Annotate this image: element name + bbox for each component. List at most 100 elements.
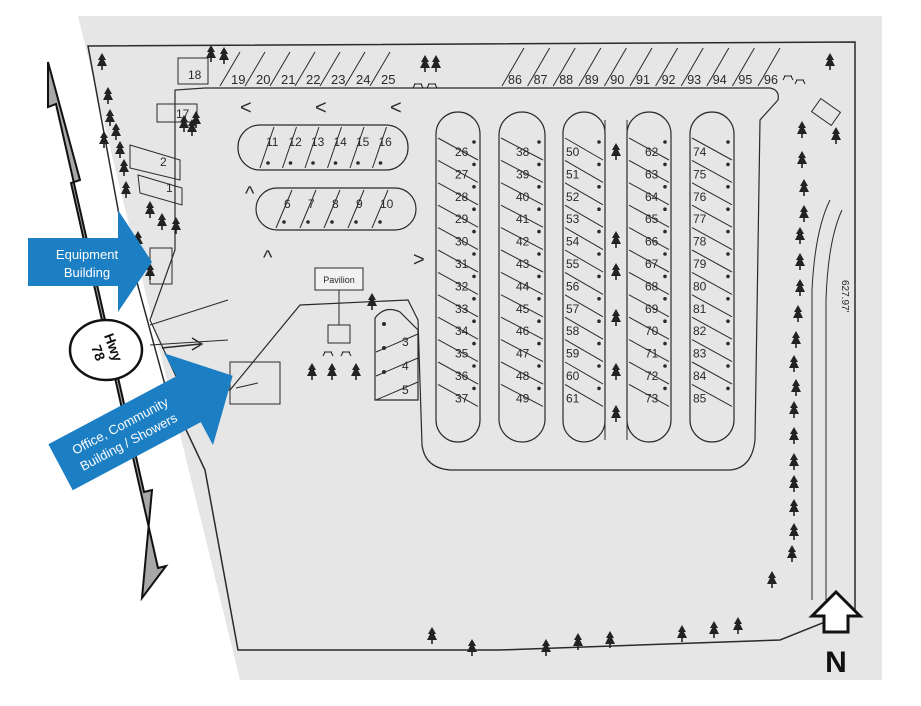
site-post <box>726 274 730 279</box>
site-post <box>472 252 476 256</box>
dimension-label: 627.97' <box>839 280 850 313</box>
site-divider <box>349 126 365 169</box>
site-divider <box>691 383 733 407</box>
site-label: 41 <box>516 212 530 226</box>
callout-equipment-line1: Equipment <box>56 247 119 262</box>
site-post <box>472 185 476 189</box>
site-divider <box>347 189 365 229</box>
site-divider <box>299 189 317 229</box>
site-label: 63 <box>645 167 659 181</box>
site-label: 55 <box>566 257 580 271</box>
site-divider <box>603 47 627 87</box>
site-post <box>663 274 667 279</box>
site-divider <box>564 294 604 318</box>
site-post <box>597 252 601 256</box>
site-post <box>726 229 730 234</box>
site-label: 8 <box>332 197 339 211</box>
site-post <box>537 162 541 167</box>
site-post <box>537 341 541 346</box>
entry-arrow <box>161 337 204 351</box>
site-label: 47 <box>516 347 530 361</box>
entry-road <box>149 299 229 346</box>
site-post <box>537 297 541 301</box>
site-divider <box>344 51 366 87</box>
site-divider <box>323 189 341 229</box>
site-divider <box>527 47 551 87</box>
tree-icon <box>611 143 621 160</box>
site-post <box>597 185 601 189</box>
site-post <box>663 207 667 211</box>
site-divider <box>327 126 342 169</box>
site-post <box>537 386 541 391</box>
site-label: 26 <box>455 145 469 159</box>
site-label: 37 <box>455 391 469 405</box>
site-post <box>726 185 730 189</box>
site-post <box>663 185 667 189</box>
site-divider <box>552 47 576 87</box>
site-label: 75 <box>693 167 707 181</box>
site-post <box>472 297 476 301</box>
tree-icon <box>825 53 835 70</box>
site-label: 28 <box>455 190 469 204</box>
tree-icon <box>573 633 583 650</box>
site-column-outline <box>498 111 546 443</box>
site-label: 48 <box>516 369 530 383</box>
site-post <box>537 185 541 189</box>
site-post <box>382 346 386 350</box>
site-post <box>356 161 360 165</box>
site-post <box>663 319 667 324</box>
site-label: 72 <box>645 369 659 383</box>
tree-icon <box>795 227 805 244</box>
tree-icon <box>219 47 229 64</box>
site-post <box>597 207 601 211</box>
tree-icon <box>99 131 109 148</box>
site-divider <box>691 159 733 183</box>
site-label: 39 <box>516 167 530 181</box>
site-label: 90 <box>610 73 624 87</box>
site-label: 10 <box>380 197 394 211</box>
site-post <box>472 341 476 346</box>
site-label: 67 <box>645 257 659 271</box>
site-label: 46 <box>516 324 530 338</box>
picnic-table-icon <box>412 83 424 89</box>
tree-icon <box>795 279 805 296</box>
site-post <box>663 252 667 256</box>
tree-icon <box>789 355 799 372</box>
site-divider <box>564 316 604 340</box>
site-post <box>472 319 476 324</box>
site-divider <box>500 249 544 273</box>
site-label: 56 <box>566 279 580 293</box>
site-divider <box>371 189 389 229</box>
site-label: 33 <box>455 302 469 316</box>
direction-arrow: < <box>315 97 327 119</box>
site-label: 58 <box>566 324 580 338</box>
tree-icon <box>789 499 799 516</box>
ne-building <box>810 97 842 127</box>
pavilion-structure <box>327 324 351 344</box>
tree-icon <box>789 475 799 492</box>
park-boundary <box>87 41 856 651</box>
tree-icon <box>611 405 621 422</box>
site-label: 68 <box>645 279 659 293</box>
site-post <box>311 161 315 165</box>
site-label: 60 <box>566 369 580 383</box>
site-column-outline <box>435 111 481 443</box>
site-post <box>663 297 667 301</box>
tree-icon <box>677 625 687 642</box>
site-label: 54 <box>566 235 580 249</box>
site-divider <box>437 339 479 363</box>
site-post <box>663 341 667 346</box>
site-divider <box>706 47 730 87</box>
site-post <box>472 229 476 234</box>
site-post <box>382 322 386 326</box>
site-divider <box>369 51 391 87</box>
site-divider <box>629 47 653 87</box>
site-divider <box>564 339 604 363</box>
south-strip-sites: 345 <box>375 322 419 401</box>
site-18-pad <box>177 57 209 85</box>
trees <box>97 45 842 656</box>
island-a <box>237 124 409 171</box>
site-label: 35 <box>455 347 469 361</box>
